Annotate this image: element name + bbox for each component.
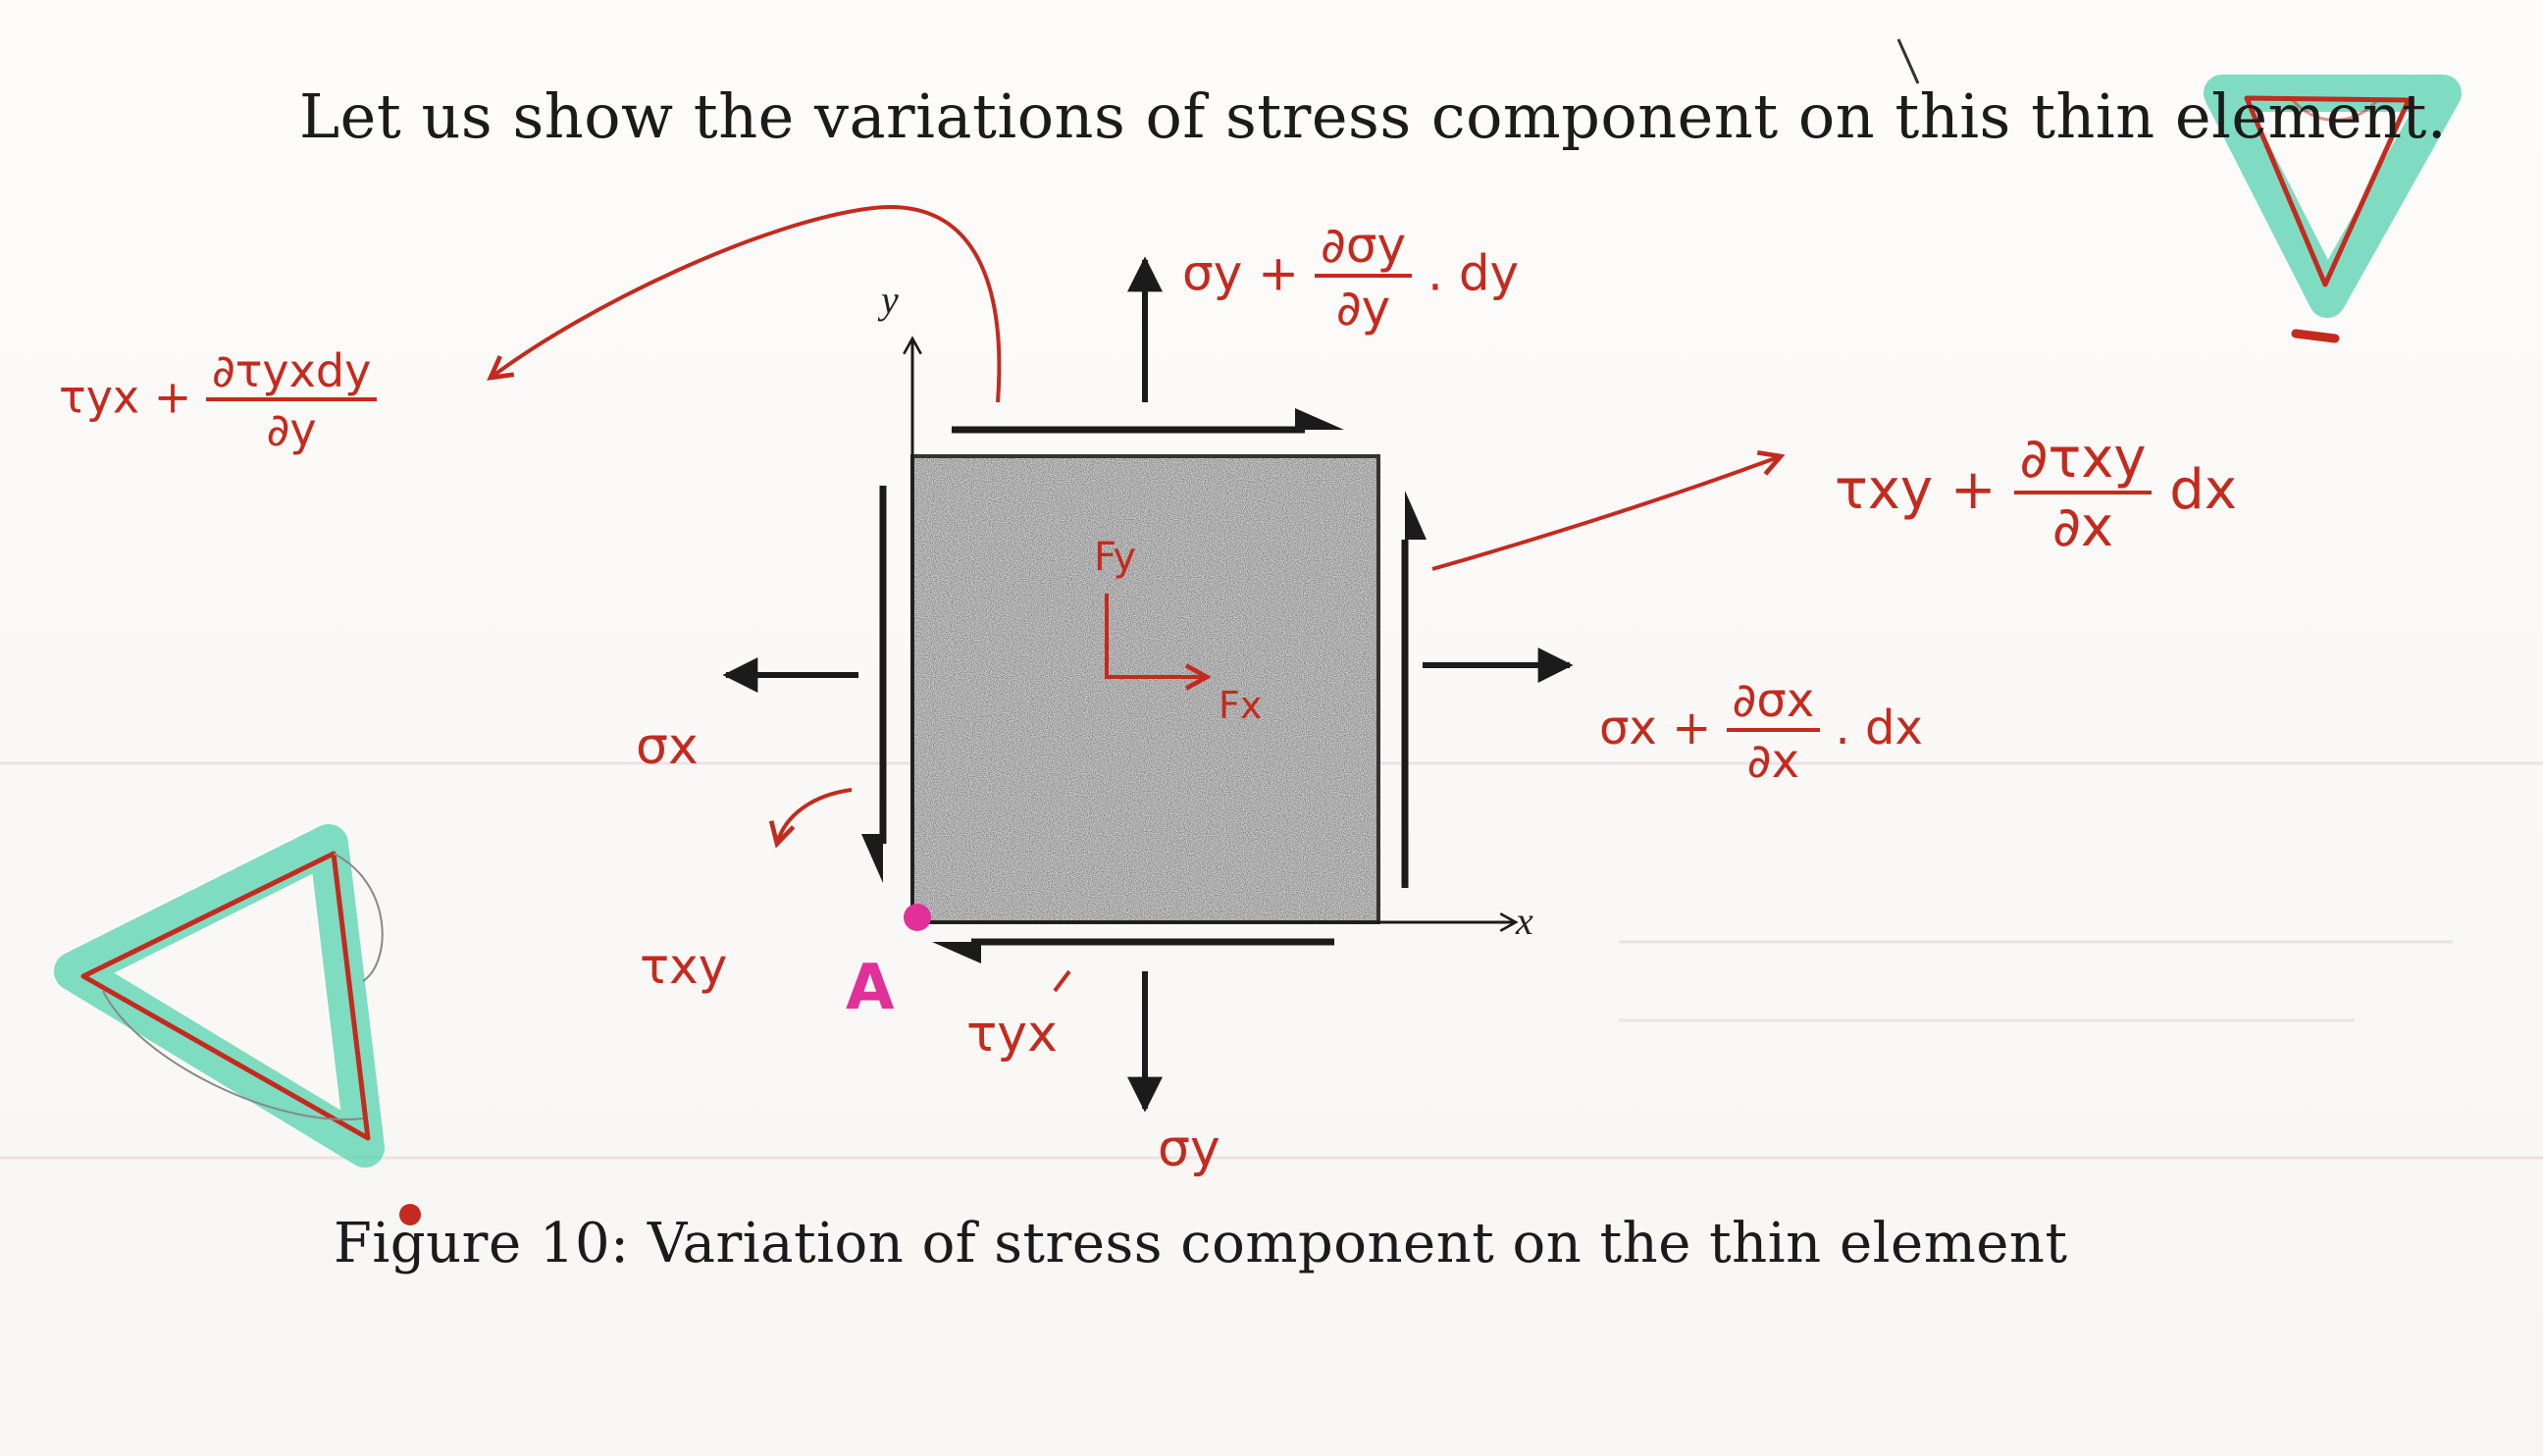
sigma-y-label: σy	[1158, 1119, 1220, 1178]
force-bracket	[1105, 594, 1207, 677]
sigma-x-label: σx	[636, 717, 699, 776]
scan-speck	[1896, 38, 1920, 84]
tau-xy-increment-tail: dx	[2169, 458, 2237, 523]
tau-xy-increment-fraction: ∂τxy ∂x	[2013, 427, 2153, 559]
point-a-label: A	[846, 952, 895, 1024]
sigma-y-increment-num: ∂σy	[1320, 217, 1407, 274]
sigma-y-increment-den: ∂y	[1335, 280, 1391, 337]
tau-yx-increment-lhs: τyx +	[59, 370, 192, 424]
page-heading: Let us show the variations of stress com…	[299, 80, 2448, 152]
x-axis-label: x	[1516, 899, 1533, 943]
tau-xy-increment-lhs: τxy +	[1835, 458, 1997, 523]
tau-xy-label: τxy	[640, 938, 728, 995]
point-a-dot	[904, 904, 931, 931]
warning-triangle-icon	[54, 824, 421, 1225]
fraction-bar	[1726, 728, 1821, 732]
sigma-x-increment-fraction: ∂σx ∂x	[1726, 673, 1821, 789]
shear-bottom	[932, 938, 1334, 963]
sigma-x-increment-tail: . dx	[1835, 701, 1923, 755]
sigma-y-increment-label: σy + ∂σy ∂y . dy	[1182, 221, 1519, 333]
warning-triangle-icon	[2204, 75, 2462, 343]
tau-xy-increment-num: ∂τxy	[2019, 427, 2147, 491]
shear-top	[952, 408, 1344, 434]
sigma-x-increment-den: ∂x	[1746, 734, 1800, 789]
shear-right	[1401, 491, 1427, 888]
leader-tau-xy	[1431, 456, 1781, 571]
tau-yx-increment-label: τyx + ∂τyxdy ∂y	[59, 344, 378, 456]
fx-label: Fx	[1219, 684, 1263, 727]
shear-left	[861, 486, 887, 883]
leader-tau-xy-curl	[777, 788, 853, 844]
sigma-y-increment-lhs: σy +	[1182, 244, 1300, 302]
leader-tau-yx-tick	[1053, 969, 1071, 993]
y-axis-label: y	[881, 278, 899, 322]
tau-yx-increment-fraction: ∂τyxdy ∂y	[205, 344, 378, 456]
fraction-bar	[2013, 491, 2153, 494]
sigma-x-increment-num: ∂σx	[1732, 673, 1815, 728]
tau-yx-increment-num: ∂τyxdy	[211, 344, 372, 397]
figure-caption: Figure 10: Variation of stress component…	[334, 1212, 2068, 1275]
tau-yx-label: τyx	[966, 1005, 1058, 1064]
tau-xy-increment-label: τxy + ∂τxy ∂x dx	[1835, 432, 2237, 555]
fy-label: Fy	[1094, 535, 1137, 580]
fraction-bar	[205, 397, 378, 401]
sigma-x-increment-lhs: σx +	[1599, 701, 1712, 755]
tau-xy-increment-den: ∂x	[2051, 495, 2114, 559]
tau-yx-increment-den: ∂y	[266, 403, 317, 456]
sigma-y-increment-fraction: ∂σy ∂y	[1314, 217, 1413, 337]
sigma-y-increment-tail: . dy	[1427, 244, 1520, 302]
sigma-x-increment-label: σx + ∂σx ∂x . dx	[1599, 677, 1923, 785]
stress-element-texture	[914, 458, 1376, 920]
fraction-bar	[1314, 274, 1413, 278]
leader-tau-yx	[491, 205, 1002, 403]
